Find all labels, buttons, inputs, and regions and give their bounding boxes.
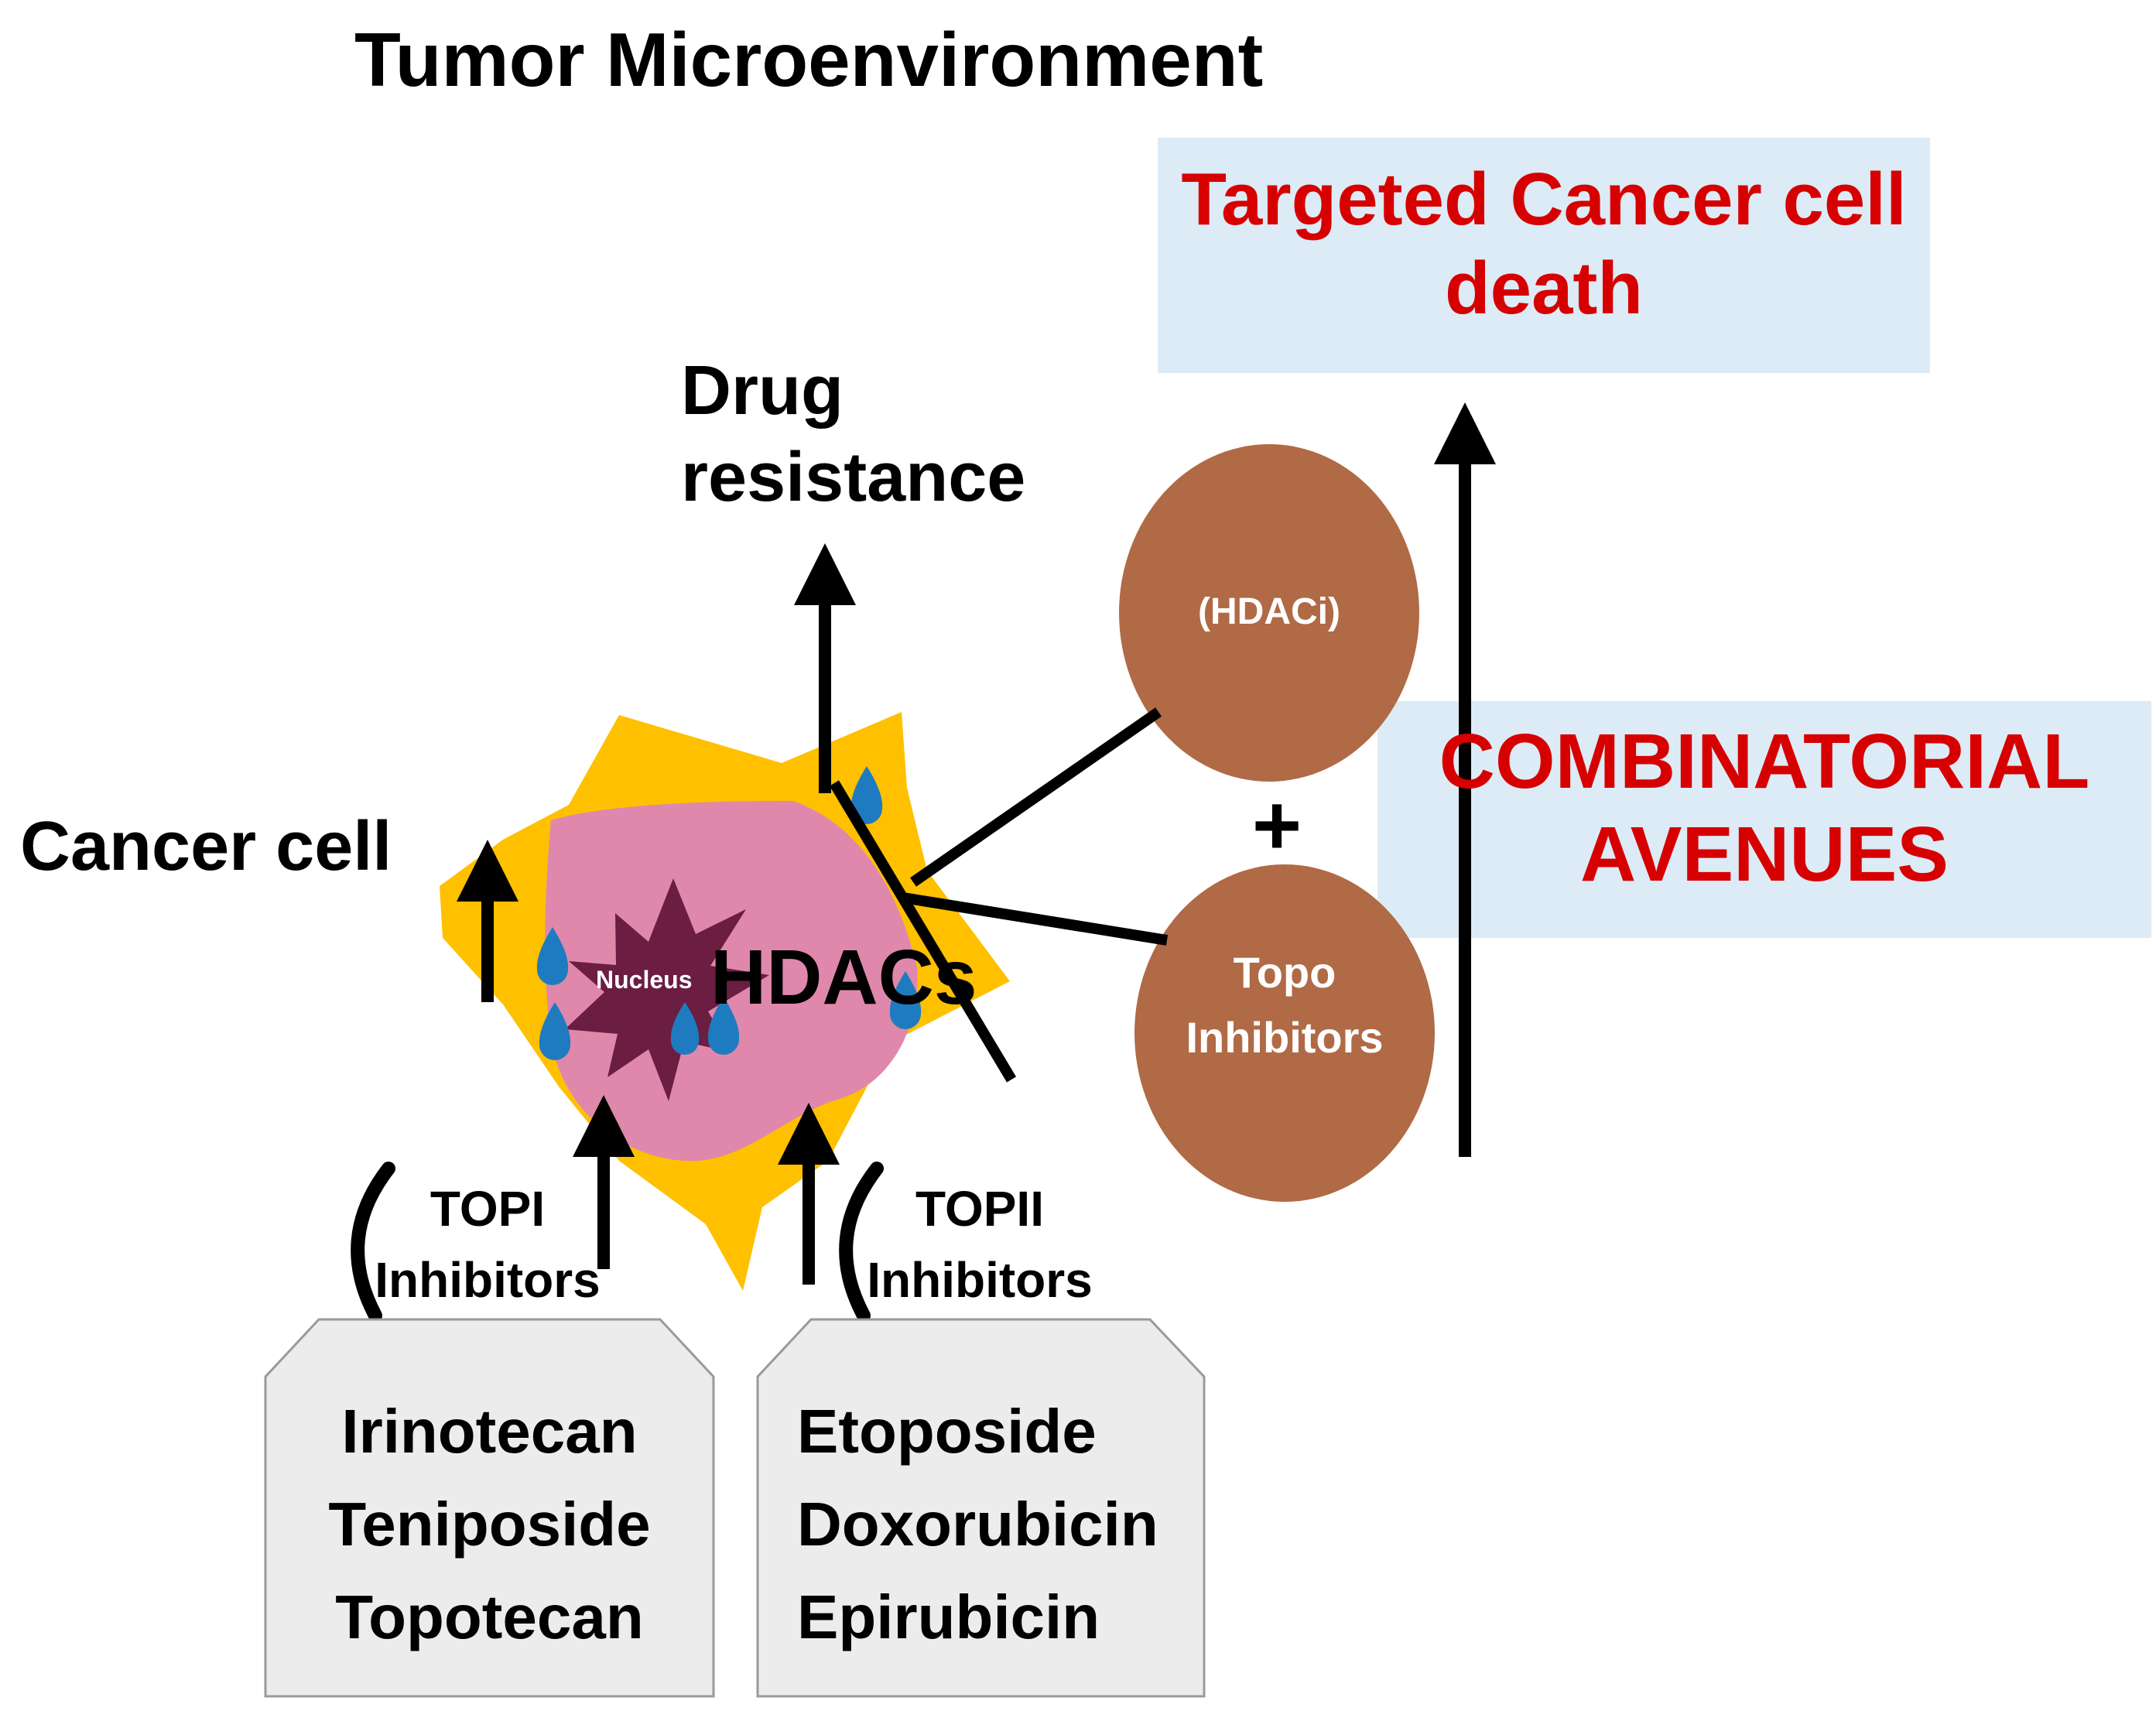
- topii-line1: TOPII: [915, 1181, 1044, 1237]
- cancer-cell-label: Cancer cell: [20, 808, 392, 885]
- droplet-icon: [539, 1002, 571, 1060]
- topi-drug-list: Irinotecan Teniposide Topotecan: [265, 1385, 714, 1664]
- hdaci-circle-label: (HDACi): [1198, 591, 1340, 632]
- topii-drug-list: Etoposide Doxorubicin Epirubicin: [797, 1385, 1199, 1664]
- topii-label: TOPII Inhibitors: [864, 1173, 1096, 1316]
- topii-line2: Inhibitors: [867, 1252, 1093, 1309]
- topi-drug-box: [264, 1318, 715, 1698]
- hdac-droplets: [536, 766, 922, 1060]
- drug-resistance-line2: resistance: [681, 438, 1026, 516]
- hdacs-label: HDACs: [710, 934, 977, 1021]
- topo-circle-line1: Topo: [1233, 948, 1336, 997]
- topi-line1: TOPI: [429, 1181, 546, 1237]
- combinatorial-line1: COMBINATORIAL: [1439, 718, 2090, 805]
- droplet-icon: [536, 927, 569, 985]
- plus-sign: +: [1251, 778, 1302, 873]
- drug-resistance-line1: Drug: [681, 352, 844, 429]
- drug-resistance-label: Drug resistance: [681, 348, 1025, 521]
- list-item: Doxorubicin: [797, 1490, 1158, 1559]
- blocking-line: [829, 780, 1017, 1083]
- hdaci-circle: [1119, 444, 1419, 782]
- topo-inhibitors-circle: [1134, 864, 1435, 1202]
- list-item: Topotecan: [335, 1583, 644, 1651]
- droplet-icon: [670, 1002, 700, 1055]
- droplet-icon: [889, 971, 922, 1029]
- list-item: Teniposide: [328, 1490, 651, 1559]
- combinatorial-line2: AVENUES: [1579, 811, 1949, 898]
- droplet-icon: [707, 997, 740, 1055]
- hdaci-connector: [910, 707, 1162, 887]
- outcome-line2: death: [1444, 247, 1644, 330]
- outcome-text: Targeted Cancer cell death: [1158, 155, 1930, 333]
- list-item: Epirubicin: [797, 1583, 1100, 1651]
- topi-line2: Inhibitors: [375, 1252, 601, 1309]
- list-item: Etoposide: [797, 1397, 1097, 1466]
- topii-paren-icon: [839, 1162, 884, 1323]
- droplet-icon: [850, 766, 883, 824]
- nucleus-label: Nucleus: [596, 966, 693, 994]
- combinatorial-text: COMBINATORIAL AVENUES: [1377, 715, 2151, 901]
- combinatorial-box: [1377, 701, 2151, 938]
- topi-paren-icon: [351, 1162, 395, 1323]
- topo-connector: [902, 892, 1169, 946]
- topii-drug-box: [756, 1318, 1206, 1698]
- topi-label: TOPI Inhibitors: [371, 1173, 604, 1316]
- outcome-box: [1158, 138, 1930, 373]
- list-item: Irinotecan: [341, 1397, 638, 1466]
- outcome-line1: Targeted Cancer cell: [1181, 158, 1907, 241]
- page-title: Tumor Microenvironment: [354, 17, 1264, 102]
- topo-circle-line2: Inhibitors: [1186, 1013, 1384, 1062]
- topo-circle-label: Topo Inhibitors: [1134, 940, 1435, 1070]
